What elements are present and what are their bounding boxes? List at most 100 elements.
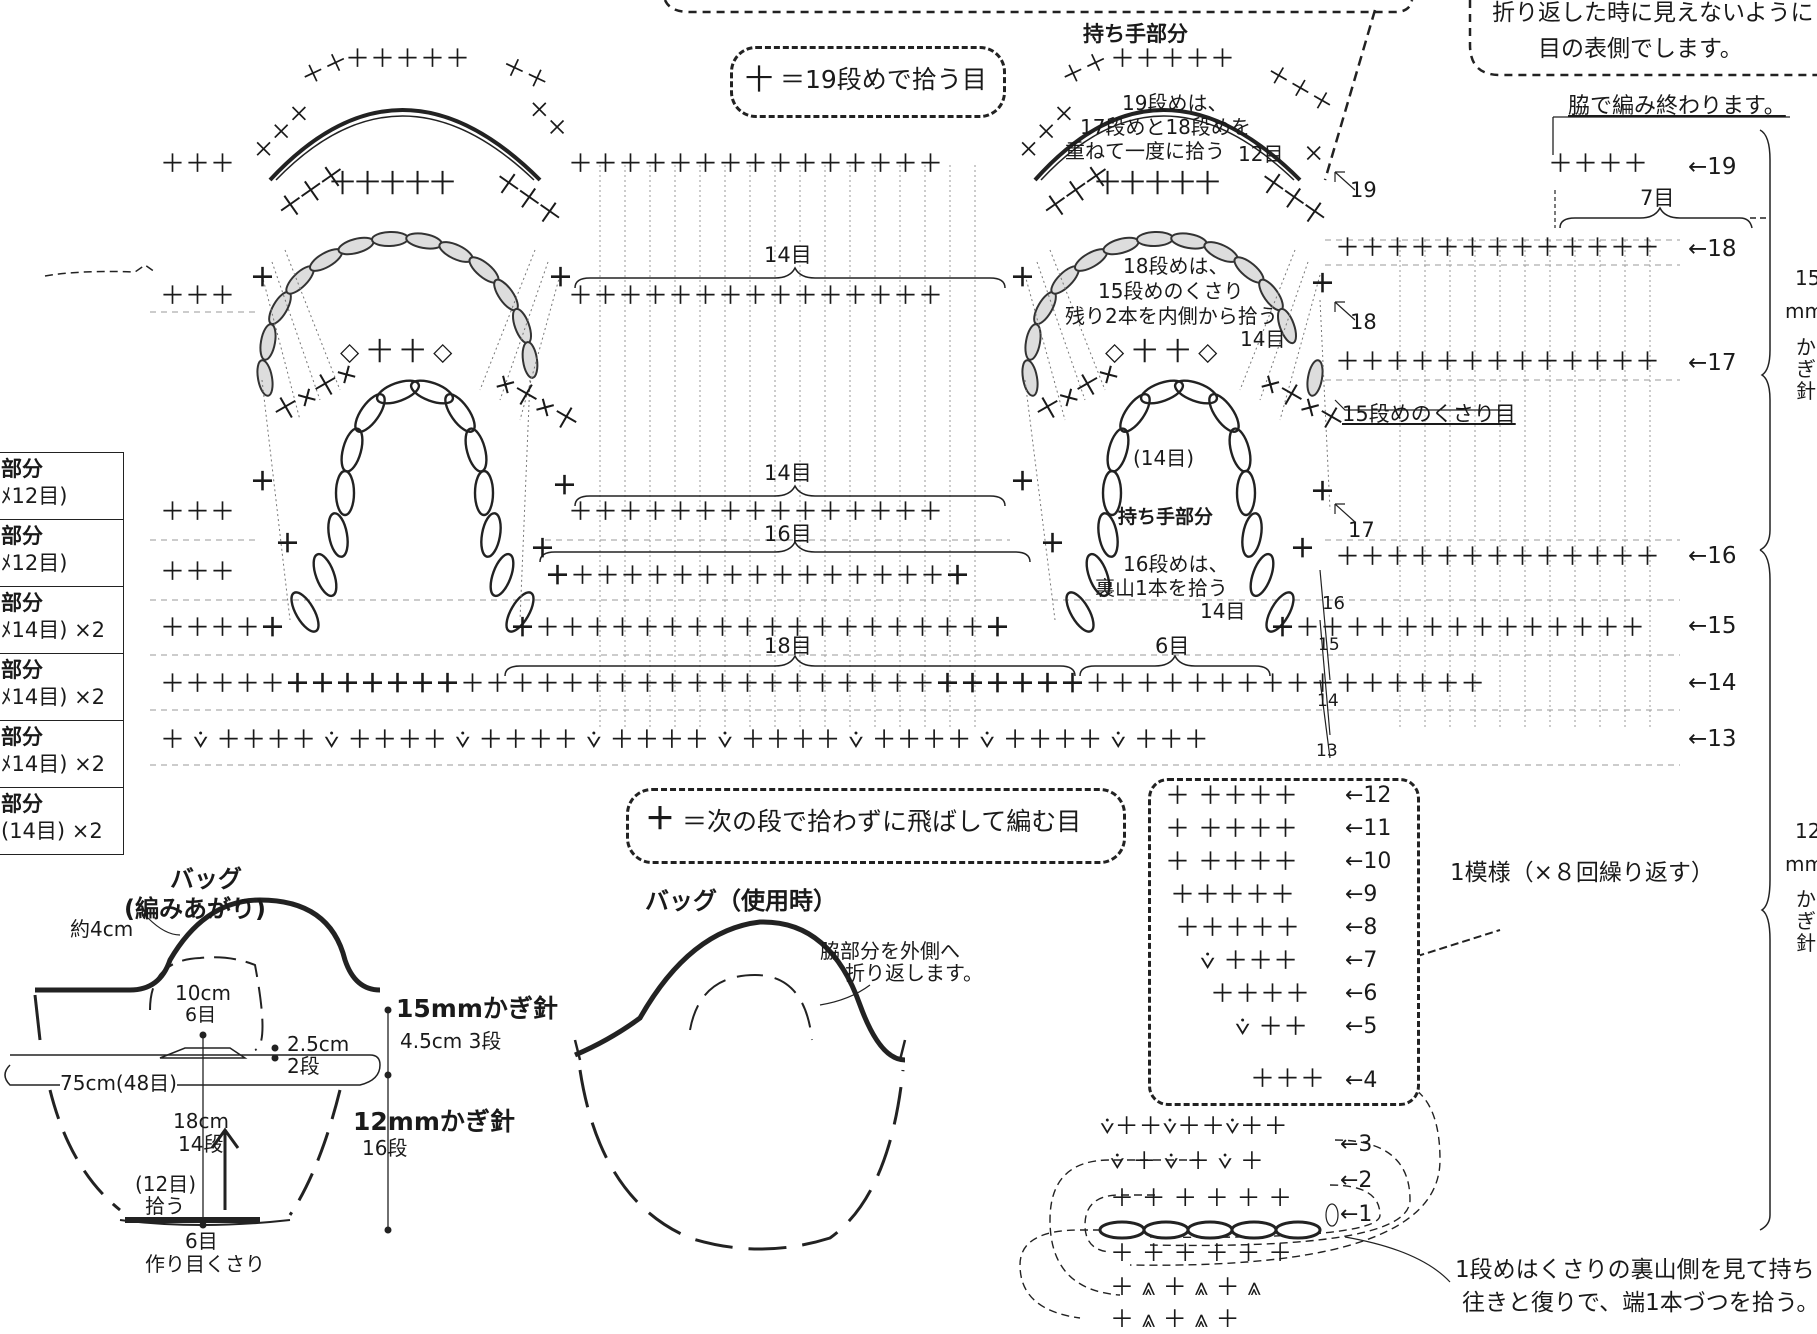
hook15-name2: 針 <box>1796 379 1816 403</box>
row17-mark2: ＋ <box>552 471 578 500</box>
row-label-18: ←18 <box>1688 236 1737 262</box>
row-label-16: ←16 <box>1688 543 1737 569</box>
row19-right-stitches: ＋＋＋＋ <box>1548 149 1649 178</box>
row18-note-l1: 18段めは、 <box>1123 254 1229 278</box>
part-name: 部分 <box>1 457 43 481</box>
row18-arch2-top: 十十十十十 <box>1095 169 1221 198</box>
legend-skip-box <box>626 788 1126 864</box>
legend-pickup-box <box>730 46 1006 118</box>
legend-skip-text: ＝次の段で拾わずに飛ばして編む目 <box>682 807 1082 836</box>
row17-right-top: ◇ 十 十 ◇ <box>1105 337 1218 366</box>
row17-mark: ＋ <box>250 467 276 496</box>
bag-pick: (12目) <box>135 1172 197 1196</box>
row14-stitches: ＋＋＋＋＋＋＋＋＋＋＋＋＋＋＋＋＋＋＋＋＋＋＋＋＋＋＋＋＋＋＋＋＋＋＋＋＋＋＋＋… <box>160 669 1486 698</box>
pattern-row1b-stitches: ＋ ＋ ＋ ＋ ＋ ＋ <box>1110 1239 1293 1267</box>
row15-left-stitches: ＋＋＋＋＋ <box>160 613 286 642</box>
legend-pickup-symbol: 十 <box>745 63 774 96</box>
row15-right-stitches: ＋＋＋＋＋＋＋＋＋＋＋＋＋＋＋ <box>1270 613 1646 642</box>
bag-rows16: 16段 <box>362 1136 408 1160</box>
row16-mark4: ＋ <box>1290 534 1316 563</box>
hook12-name0: か <box>1796 887 1816 911</box>
bag-approx: 約4cm <box>70 917 134 941</box>
row18-left-mark: ＋ <box>250 263 276 292</box>
bag-hook15: 15mmかぎ針 <box>396 994 558 1023</box>
pattern-row7-stitches: ⩒ ＋＋＋ <box>1200 946 1299 975</box>
row18-note-l2: 15段めのくさり <box>1098 279 1244 303</box>
hook15-size: 15 <box>1795 266 1817 290</box>
row16b-left: ＋＋＋ <box>160 557 236 586</box>
hook15-name1: ぎ <box>1796 357 1816 381</box>
part-detail: ﾒ14目) ×2 <box>1 618 106 643</box>
small-row-15: 15 <box>1318 635 1340 655</box>
table-row: 部分 ﾒ12目) <box>0 452 124 520</box>
bag-handle-rows: 2段 <box>287 1054 320 1078</box>
count-18: 18目 <box>764 634 812 658</box>
pattern-label-3: ←3 <box>1340 1132 1373 1157</box>
hook12-name1: ぎ <box>1796 909 1816 933</box>
table-row: 部分 ﾒ14目) ×2 <box>0 653 124 721</box>
pattern-row3-stitches: ⩒＋＋⩒＋＋⩒＋＋ <box>1100 1112 1288 1140</box>
pattern-label-5: ←5 <box>1345 1014 1378 1039</box>
handle-title-mid: 持ち手部分 <box>1118 506 1214 528</box>
pattern-row12-stitches: ＋ ＋＋＋＋ <box>1165 781 1298 810</box>
part-name: 部分 <box>1 725 43 749</box>
row17-mark4: ＋ <box>1310 477 1336 506</box>
side-end-note: 脇で編み終わります。 <box>1568 94 1786 119</box>
row16b-mid: ＋＋＋＋＋＋＋＋＋＋＋＋＋＋＋＋＋ <box>545 561 971 590</box>
row16-note-l1: 16段めは、 <box>1123 552 1229 576</box>
bag-hook12: 12mmかぎ針 <box>353 1107 515 1136</box>
top-note-line2: 目の表側でします。 <box>1538 36 1743 62</box>
pattern-row10-stitches: ＋ ＋＋＋＋ <box>1165 847 1298 876</box>
pattern-row5-stitches: ⩒ ＋＋ <box>1235 1012 1309 1041</box>
pattern-label-12: ←12 <box>1345 783 1392 808</box>
bag-in-use-note2: 折り返します。 <box>845 961 983 985</box>
count-6: 6目 <box>1155 634 1190 658</box>
small-row-14: 14 <box>1317 691 1339 711</box>
small-row-16: 16 <box>1322 593 1345 614</box>
part-name: 部分 <box>1 524 43 548</box>
count-16: 16目 <box>764 522 812 546</box>
row18-mark3: ＋ <box>1310 269 1336 298</box>
row18-arch-top: 十十十十十 <box>330 169 456 198</box>
row19-mid-stitches: ＋＋＋＋＋＋＋＋＋＋＋＋＋＋＋ <box>568 149 944 178</box>
row17-mark3: ＋ <box>1010 467 1036 496</box>
row-label-19: ←19 <box>1688 154 1737 180</box>
row18-note-l3: 残り2本を内側から拾う <box>1065 304 1278 328</box>
bag-base-label: 作り目くさり <box>145 1252 265 1276</box>
row16-mark: ＋ <box>275 529 301 558</box>
row18-mid-stitches: ＋＋＋＋＋＋＋＋＋＋＋＋＋＋＋ <box>568 281 944 310</box>
row19-note-count: 12目 <box>1238 142 1284 166</box>
part-name: 部分 <box>1 792 43 816</box>
row16-note-l2: 裏山1本を拾う <box>1095 576 1228 600</box>
part-detail: ﾒ14目) ×2 <box>1 685 106 710</box>
pattern-label-8: ←8 <box>1345 915 1378 940</box>
chain15-label: 15段めのくさり目 <box>1342 402 1516 426</box>
row16-left-stitches: ＋＋＋ <box>160 497 236 526</box>
legend-skip-symbol: ＋ <box>645 802 675 837</box>
bag-pick2: 拾う <box>145 1194 185 1218</box>
side-parts-table: 部分ﾒ12目) 部分ﾒ12目) 部分ﾒ14目) ×2 部分ﾒ14目) ×2 部分… <box>0 452 124 855</box>
pattern-row4-stitches: ＋＋＋ <box>1250 1064 1326 1093</box>
table-row: 部分ﾒ14目) ×2 <box>0 720 124 788</box>
hook15-name0: か <box>1796 335 1816 359</box>
table-row: 部分ﾒ12目) <box>0 519 124 587</box>
row17-left-top: ◇ 十 十 ◇ <box>340 337 453 366</box>
row16-mid-stitches: ＋＋＋＋＋＋＋＋＋＋＋＋＋＋＋ <box>568 497 944 526</box>
handle-title-top: 持ち手部分 <box>1083 22 1188 46</box>
pattern-row9-stitches: ＋＋＋＋＋ <box>1170 880 1296 909</box>
bag-handle-h: 2.5cm <box>287 1032 350 1056</box>
part-name: 部分 <box>1 658 43 682</box>
row18-right-mark: ＋ <box>548 263 574 292</box>
small-row-17: 17 <box>1348 518 1375 542</box>
row18-note-count: 14目 <box>1240 327 1286 351</box>
part-detail: ﾒ12目) <box>1 484 68 509</box>
pattern-label-9: ←9 <box>1345 882 1378 907</box>
row15-mid-stitches: ＋＋＋＋＋＋＋＋＋＋＋＋＋＋＋＋＋＋＋＋ <box>510 613 1011 642</box>
pattern-repeat-box <box>1148 778 1420 1106</box>
row19-arch2-top: ＋＋＋＋＋ <box>1110 44 1236 73</box>
pattern-label-7: ←7 <box>1345 948 1378 973</box>
pattern-row8-stitches: ＋＋＋＋＋ <box>1175 913 1301 942</box>
table-row: 部分(14目) ×2 <box>0 787 124 855</box>
pattern-label-4: ←4 <box>1345 1068 1378 1093</box>
